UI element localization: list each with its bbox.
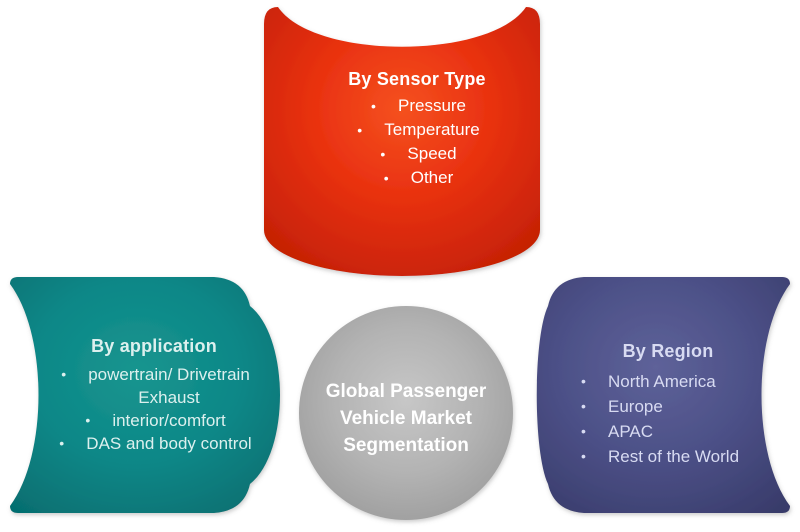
list-item: • Rest of the World	[581, 444, 740, 469]
application-item-label: Exhaust	[138, 388, 200, 407]
bullet-icon: •	[61, 366, 67, 382]
region-item-label: North America	[608, 372, 716, 391]
bullet-icon: •	[380, 146, 386, 162]
center-circle-shape	[299, 306, 513, 520]
sensor-type-cylinder-shape	[264, 7, 540, 276]
bullet-icon: •	[59, 435, 65, 451]
list-item: • DAS and body control	[59, 432, 252, 455]
sensor-item-label: Other	[410, 168, 454, 187]
application-item-label: DAS and body control	[86, 434, 252, 453]
sensor-type-card: By Sensor Type • Pressure • Temperature …	[267, 68, 567, 190]
sensor-item-label: Speed	[407, 144, 457, 163]
bullet-icon: •	[370, 98, 376, 114]
bullet-icon: •	[357, 122, 363, 138]
application-card: By application • powertrain/ Drivetrain …	[30, 335, 278, 455]
application-item-row: • DAS and body control	[45, 432, 293, 455]
region-item-row: • APAC	[553, 419, 783, 444]
region-item-label: APAC	[608, 422, 654, 441]
application-item-label: powertrain/ Drivetrain	[88, 365, 250, 384]
sensor-type-title: By Sensor Type	[348, 69, 486, 89]
list-item: • APAC	[581, 419, 654, 444]
region-card: By Region • North America • Europe • APA…	[553, 340, 783, 469]
application-item-row: • powertrain/ Drivetrain	[45, 363, 293, 386]
center-circle-label: Global Passenger Vehicle Market Segmenta…	[300, 378, 512, 459]
region-item-label: Rest of the World	[608, 447, 740, 466]
sensor-item-label: Temperature	[384, 120, 480, 139]
bullet-icon: •	[581, 373, 586, 389]
bullet-icon: •	[581, 423, 586, 439]
list-item: • Europe	[581, 394, 663, 419]
bullet-icon: •	[85, 412, 91, 428]
list-item: • interior/comfort	[85, 409, 226, 432]
sensor-item-row: • Other	[282, 166, 582, 190]
region-item-label: Europe	[608, 397, 663, 416]
bullet-icon: •	[581, 398, 586, 414]
sensor-item-row: • Pressure	[282, 94, 582, 118]
list-item: • powertrain/ Drivetrain	[61, 363, 250, 386]
sensor-item-label: Pressure	[397, 96, 467, 115]
list-item: • Speed	[380, 142, 457, 166]
application-item-row: • interior/comfort	[45, 409, 293, 432]
sensor-item-row: • Temperature	[282, 118, 582, 142]
region-title: By Region	[622, 341, 714, 361]
application-title: By application	[91, 336, 217, 356]
application-item-row: Exhaust	[45, 386, 293, 409]
region-item-row: • Europe	[553, 394, 783, 419]
application-item-label: interior/comfort	[112, 411, 226, 430]
list-item: Exhaust	[138, 386, 199, 409]
region-item-row: • North America	[553, 369, 783, 394]
list-item: • Temperature	[357, 118, 480, 142]
list-item: • Other	[384, 166, 454, 190]
application-cylinder-shape	[10, 277, 280, 513]
list-item: • Pressure	[371, 94, 467, 118]
sensor-item-row: • Speed	[282, 142, 582, 166]
center-circle-line: Global Passenger	[325, 381, 487, 402]
bullet-icon: •	[383, 170, 389, 186]
center-circle-line: Vehicle Market	[339, 408, 473, 429]
center-circle-line: Segmentation	[343, 435, 469, 456]
bullet-icon: •	[581, 448, 586, 464]
region-item-row: • Rest of the World	[553, 444, 783, 469]
region-cylinder-shape	[536, 277, 790, 513]
list-item: • North America	[581, 369, 716, 394]
